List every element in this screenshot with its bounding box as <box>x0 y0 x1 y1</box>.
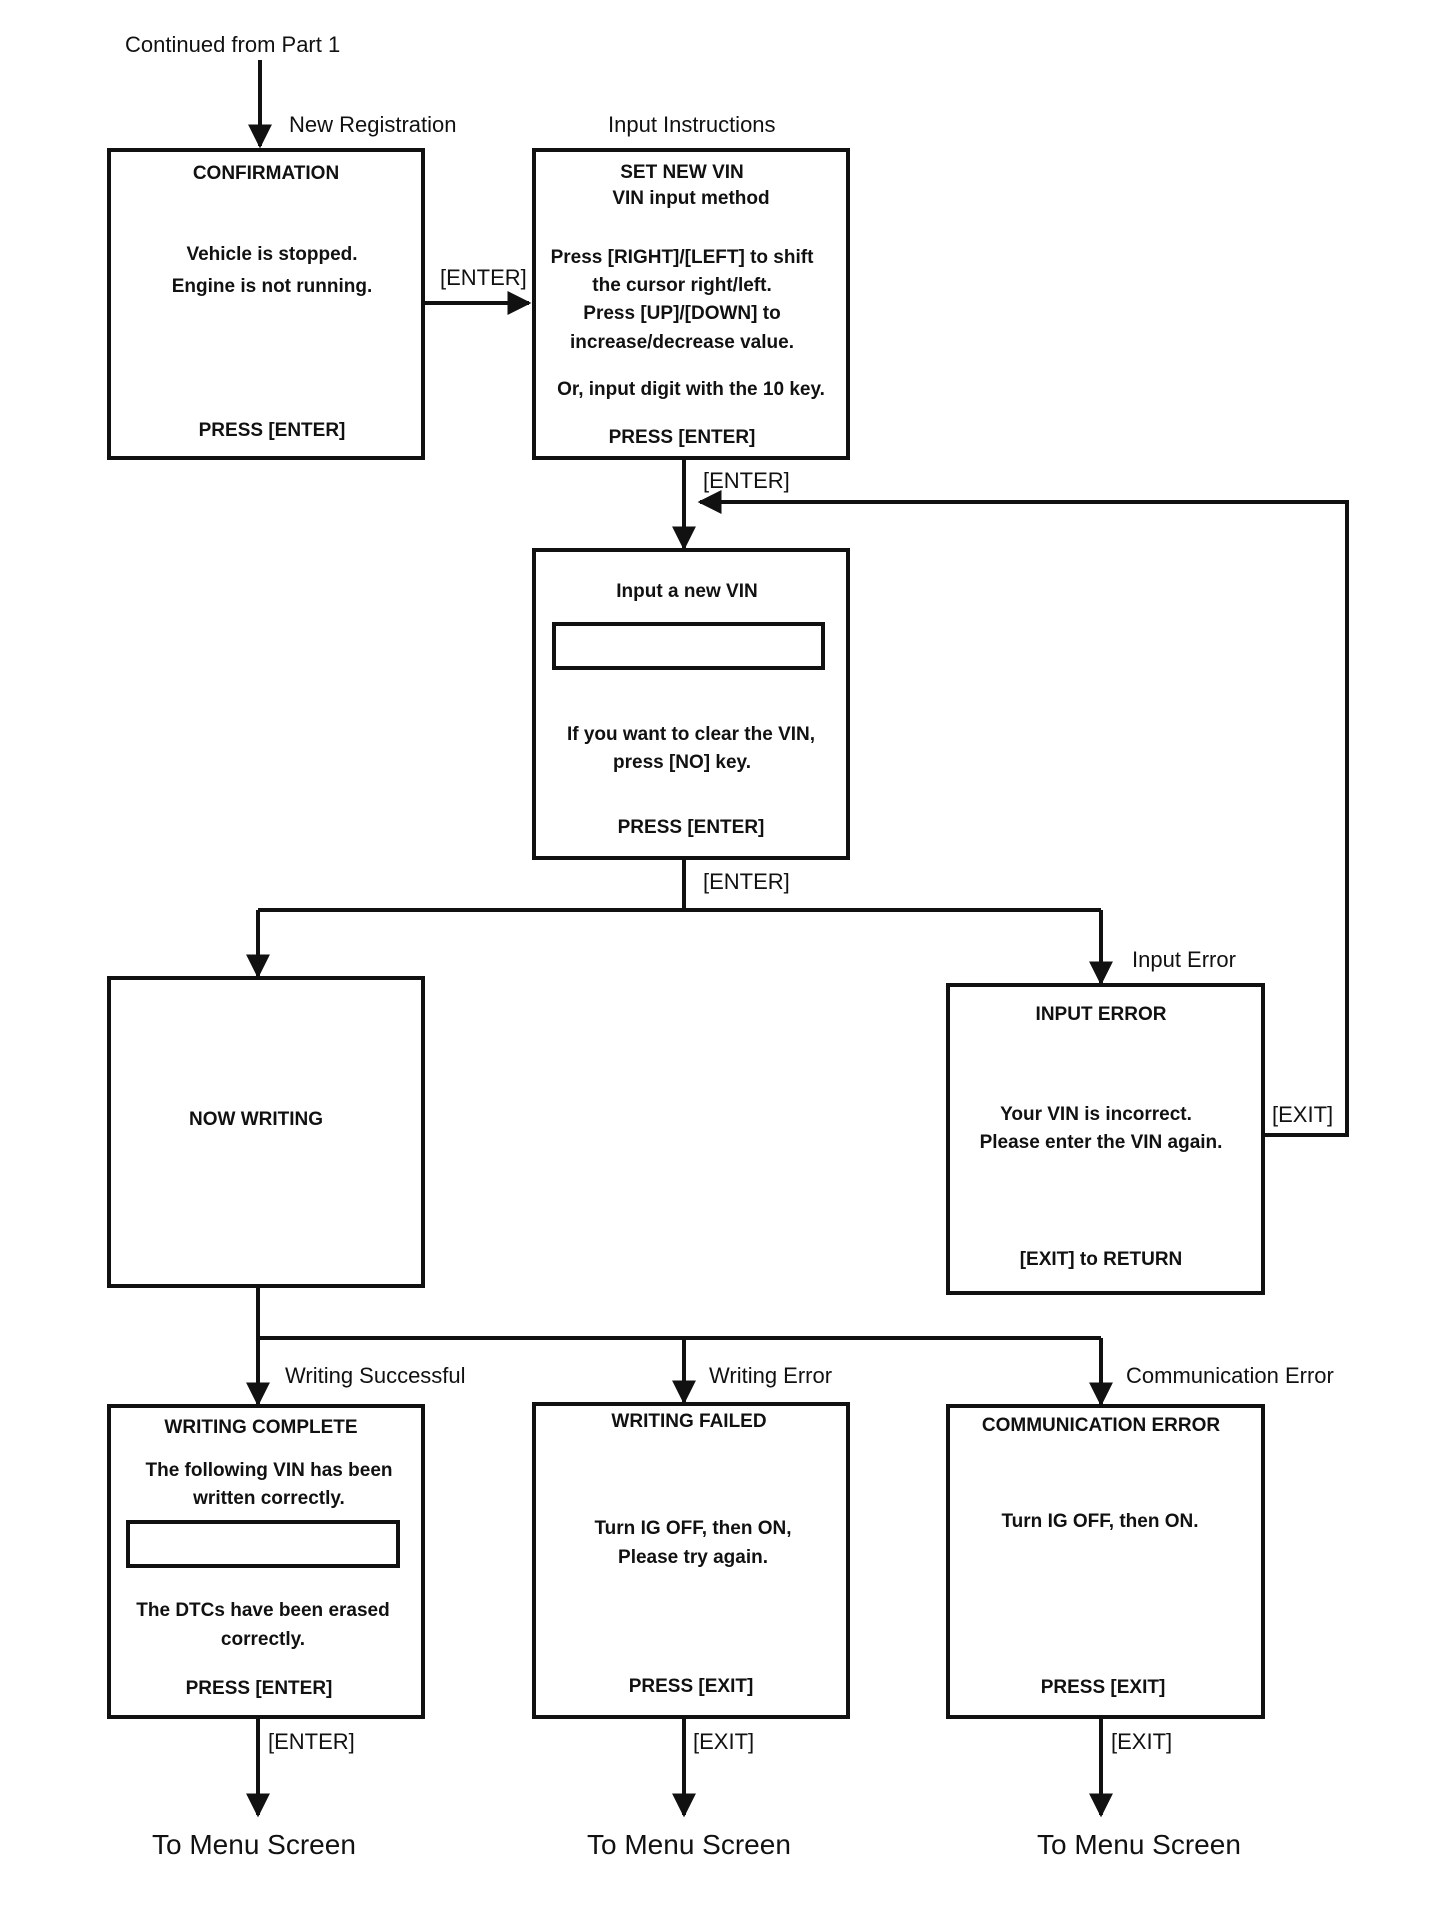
writing-complete-line-4: correctly. <box>220 1629 306 1650</box>
line-error-return <box>697 490 1349 1137</box>
writing-complete-line-3: The DTCs have been erased <box>136 1600 390 1621</box>
confirmation-line-1: Vehicle is stopped. <box>186 244 358 265</box>
input-error-box <box>946 983 1265 1295</box>
writing-complete-action: PRESS [ENTER] <box>185 1678 333 1699</box>
confirmation-action: PRESS [ENTER] <box>198 420 346 441</box>
communication-error-box <box>946 1404 1265 1719</box>
set-new-vin-line-4: increase/decrease value. <box>570 332 794 353</box>
outcome-right: To Menu Screen <box>1037 1829 1241 1860</box>
now-writing-title: NOW WRITING <box>188 1109 324 1130</box>
input-vin-line-2: press [NO] key. <box>613 752 751 773</box>
label-writing-error: Writing Error <box>709 1363 833 1388</box>
input-vin-title: Input a new VIN <box>616 581 758 602</box>
set-new-vin-action: PRESS [ENTER] <box>608 427 756 448</box>
vin-input-field[interactable] <box>552 622 825 670</box>
input-error-action: [EXIT] to RETURN <box>1019 1249 1183 1270</box>
communication-error-title: COMMUNICATION ERROR <box>981 1415 1221 1436</box>
writing-failed-box <box>532 1402 850 1719</box>
label-exit-comm: [EXIT] <box>1111 1729 1173 1754</box>
input-error-line-2: Please enter the VIN again. <box>979 1132 1223 1153</box>
input-error-title: INPUT ERROR <box>1035 1004 1167 1025</box>
confirmation-line-2: Engine is not running. <box>171 276 373 297</box>
set-new-vin-line-2: the cursor right/left. <box>592 275 772 296</box>
label-enter-input: [ENTER] <box>703 869 790 894</box>
label-enter-confirm: [ENTER] <box>440 265 527 290</box>
label-exit-error: [EXIT] <box>1272 1102 1334 1127</box>
set-new-vin-line-1: Press [RIGHT]/[LEFT] to shift <box>550 247 814 268</box>
writing-failed-line-2: Please try again. <box>618 1547 768 1568</box>
outcome-middle: To Menu Screen <box>587 1829 791 1860</box>
label-communication-error: Communication Error <box>1126 1363 1334 1388</box>
set-new-vin-box <box>532 148 850 460</box>
outcome-left: To Menu Screen <box>152 1829 356 1860</box>
set-new-vin-line-3: Press [UP]/[DOWN] to <box>583 303 781 324</box>
set-new-vin-subtitle: VIN input method <box>612 188 770 209</box>
writing-complete-title: WRITING COMPLETE <box>164 1417 358 1438</box>
input-vin-box <box>532 548 850 860</box>
label-enter-complete: [ENTER] <box>268 1729 355 1754</box>
input-vin-action: PRESS [ENTER] <box>617 817 765 838</box>
written-vin-display <box>126 1520 400 1568</box>
label-enter-setvin: [ENTER] <box>703 468 790 493</box>
input-error-line-1: Your VIN is incorrect. <box>1000 1104 1192 1125</box>
confirmation-title: CONFIRMATION <box>192 163 340 184</box>
label-input-instructions: Input Instructions <box>608 112 776 137</box>
communication-error-action: PRESS [EXIT] <box>1040 1677 1166 1698</box>
communication-error-line-1: Turn IG OFF, then ON. <box>1001 1511 1199 1532</box>
label-new-registration: New Registration <box>289 112 457 137</box>
writing-failed-title: WRITING FAILED <box>611 1411 767 1432</box>
set-new-vin-line-5: Or, input digit with the 10 key. <box>557 379 825 400</box>
top-note: Continued from Part 1 <box>125 32 341 57</box>
writing-failed-action: PRESS [EXIT] <box>628 1676 754 1697</box>
label-exit-failed: [EXIT] <box>693 1729 755 1754</box>
confirmation-box <box>107 148 425 460</box>
writing-complete-line-1: The following VIN has been <box>145 1460 393 1481</box>
input-vin-line-1: If you want to clear the VIN, <box>566 724 816 745</box>
writing-failed-line-1: Turn IG OFF, then ON, <box>594 1518 792 1539</box>
label-writing-successful: Writing Successful <box>285 1363 466 1388</box>
set-new-vin-title: SET NEW VIN <box>620 162 744 183</box>
writing-complete-line-2: written correctly. <box>193 1488 345 1509</box>
now-writing-box <box>107 976 425 1288</box>
label-input-error: Input Error <box>1132 947 1236 972</box>
